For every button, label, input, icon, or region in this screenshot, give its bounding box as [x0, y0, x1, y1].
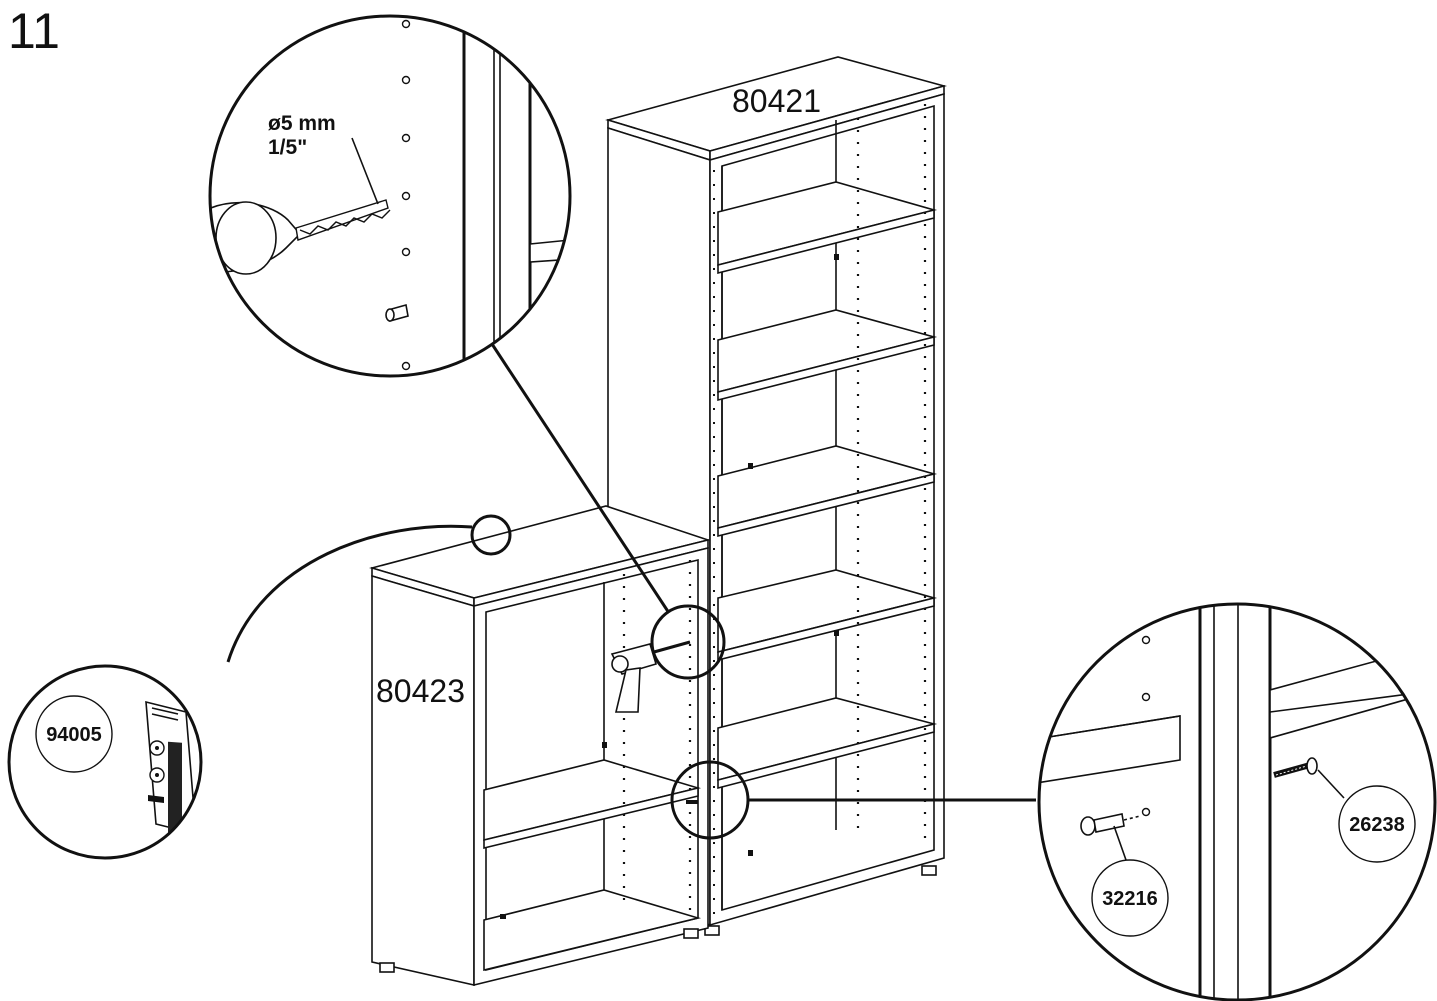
- sticker-detail-callout: 94005: [7, 664, 203, 860]
- sticker-leader-line: [226, 524, 473, 663]
- connector-detail-callout: 32216 26238: [1037, 602, 1437, 1001]
- sticker-part-number: 94005: [46, 724, 102, 746]
- low-bookcase-side: [371, 574, 475, 987]
- screw-part-bubble: [1091, 859, 1169, 937]
- bolt-head-icon: [1306, 757, 1318, 775]
- low-bookcase-foot: [683, 928, 699, 939]
- screw-part-number: 32216: [1102, 888, 1158, 910]
- low-bookcase-foot: [379, 962, 395, 973]
- sticker-callout-circle: [470, 514, 512, 556]
- drill-icon: [610, 640, 691, 713]
- drill-callout-circle: [650, 604, 726, 680]
- sticker-part-bubble: [35, 695, 113, 773]
- low-bookcase: 80423: [369, 505, 711, 987]
- screw-head-icon: [1080, 816, 1096, 836]
- tall-unit-label: 80421: [732, 83, 821, 119]
- bolt-part-bubble: [1338, 785, 1416, 863]
- low-bookcase-shelf-edge: [483, 786, 699, 850]
- drill-diameter-label: ø5 mm: [268, 112, 336, 135]
- step-number: 11: [8, 3, 60, 59]
- drill-inch-label: 1/5": [268, 136, 307, 159]
- drill-detail-callout: ø5 mm 1/5": [208, 14, 572, 378]
- tall-bookcase-foot: [704, 925, 720, 936]
- bolt-part-number: 26238: [1349, 814, 1405, 836]
- low-unit-label: 80423: [376, 673, 465, 709]
- tall-bookcase-shelves: [717, 181, 938, 790]
- tall-bookcase-foot: [921, 865, 937, 876]
- drill-leader-line: [490, 343, 671, 614]
